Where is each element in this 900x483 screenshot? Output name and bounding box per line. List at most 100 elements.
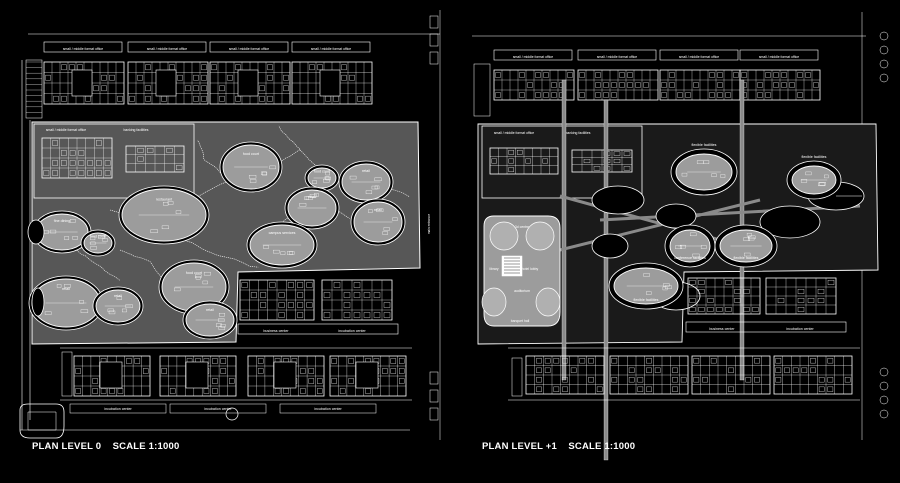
office-building [577,69,659,101]
room-detail [250,292,257,298]
pod-fixture [376,208,384,213]
room-detail [781,72,787,78]
pod-fixture [56,284,62,288]
room-detail [333,282,341,288]
room-detail [553,358,560,364]
pod-fixture [261,171,268,176]
pod-fixture [97,235,105,239]
tree-marker [879,59,889,69]
pod-label: food court [243,152,259,156]
room-detail [637,386,644,392]
room-detail [201,95,207,102]
room-detail [628,377,635,383]
pod-fixture [371,185,378,190]
bottom-incubation-label: incubation center [204,407,232,411]
cluster-room [525,221,555,251]
room-detail [680,377,687,383]
room-detail [595,82,601,88]
room-detail [773,82,779,88]
tree-marker [879,395,889,405]
room-detail [562,358,568,364]
pod-fixture [374,185,380,190]
room-detail [603,92,609,98]
room-detail [570,367,577,373]
roundabout [225,407,239,421]
room-detail [525,158,531,164]
cluster-label: hotel lobby [522,267,539,271]
block-label: small / middle format office [494,131,534,135]
room-detail [177,74,183,81]
room-detail [646,358,652,364]
pod-fixture [70,219,76,223]
room-detail [109,74,115,81]
pod-fixture [309,194,317,198]
room-detail [52,160,58,166]
room-detail [716,307,723,312]
pod-fixture [49,229,57,234]
room-detail [579,72,585,78]
room-detail [78,160,85,166]
room-detail [709,72,715,78]
room-detail [698,280,705,285]
room-detail [805,72,811,78]
room-detail [45,74,51,81]
room-detail [382,368,388,374]
room-detail [274,388,281,394]
business-center-label: business center [709,327,735,331]
room-detail [259,85,265,92]
room-detail [784,367,790,373]
room-detail [672,386,678,392]
pod-fixture [744,252,751,257]
room-detail [96,140,102,146]
room-detail [297,292,304,298]
room-detail [241,312,248,318]
room-detail [491,158,497,164]
side-pod [27,219,45,245]
cluster-room [481,287,507,317]
pod-fixture [305,196,313,200]
room-detail [536,358,542,364]
room-detail [661,82,667,88]
room-detail [707,307,714,312]
pod-fixture [692,253,700,258]
room-detail [773,72,779,78]
roof-strip [493,49,573,61]
business-center-label: business center [263,329,289,333]
room-detail [287,302,294,308]
room-detail [495,72,501,78]
room-detail [109,388,115,394]
room-detail [341,74,347,81]
room-detail [543,72,549,78]
room-detail [519,72,525,78]
void-ring [591,185,645,215]
room-detail [535,72,541,78]
pod-fixture [700,245,707,249]
pod-label: food court [186,271,202,275]
room-detail [308,378,315,384]
pod-fixture [680,244,686,249]
plan-level-1-title: PLAN LEVEL +1 [482,441,558,452]
room-detail [754,377,760,383]
room-detail [278,302,285,308]
room-detail [495,92,501,98]
room-detail [588,358,594,364]
room-detail [211,64,217,71]
roof-strip [659,49,739,61]
room-detail [789,82,795,88]
room-detail [373,292,381,298]
pod-fixture [287,251,293,255]
room-detail [297,302,304,308]
pod-fixture [248,175,257,179]
room-detail [283,388,289,394]
room-detail [92,388,98,394]
pod-food-court-e: food court [304,164,340,192]
room-detail [383,312,391,318]
room-detail [818,377,825,383]
room-detail [689,280,696,285]
path-network [179,125,301,206]
room-detail [193,95,199,102]
room-detail [117,95,123,102]
room-detail [508,149,514,155]
incubation-building [691,355,771,395]
